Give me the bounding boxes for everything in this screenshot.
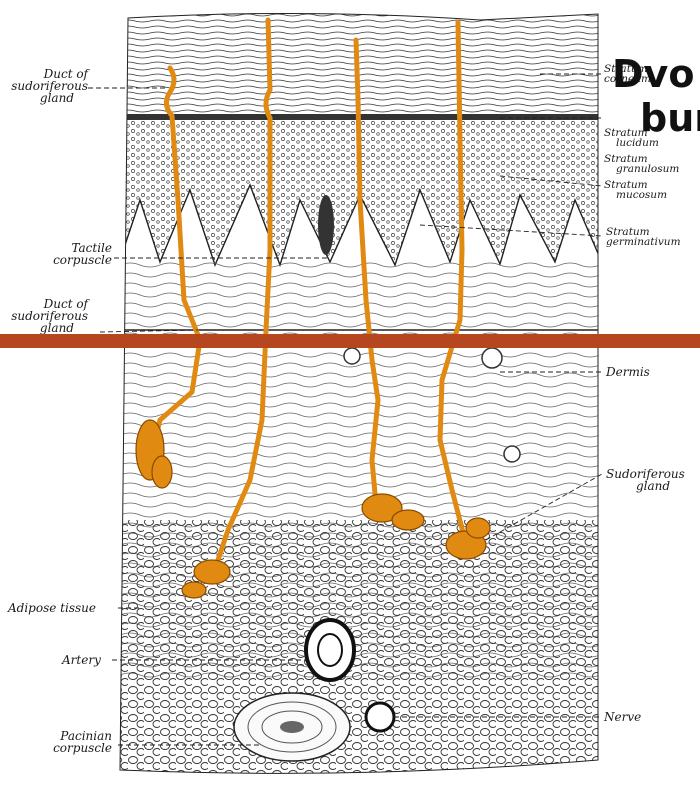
label-nerve: Nerve xyxy=(604,711,641,723)
label-line: corpuscle xyxy=(53,742,112,754)
slide-title-line2: bur xyxy=(640,98,700,138)
slide-title-line1: Dvo xyxy=(612,54,694,94)
label-pacinian-corpuscle: Pacinian corpuscle xyxy=(53,730,112,754)
label-stratum-granulosum: Stratum granulosum xyxy=(604,154,679,174)
divider-bar xyxy=(0,334,700,348)
label-duct-mid: Duct of sudoriferous gland xyxy=(11,298,88,334)
label-line: granulosum xyxy=(604,164,679,174)
label-line: corpuscle xyxy=(53,254,112,266)
label-tactile-corpuscle: Tactile corpuscle xyxy=(53,242,112,266)
label-line: gland xyxy=(11,322,88,334)
label-adipose-tissue: Adipose tissue xyxy=(8,602,96,614)
label-line: gland xyxy=(606,480,685,492)
label-line: gland xyxy=(11,92,88,104)
label-dermis: Dermis xyxy=(606,366,650,378)
label-line: mucosum xyxy=(604,190,667,200)
label-line: germinativum xyxy=(606,237,681,247)
label-duct-top: Duct of sudoriferous gland xyxy=(11,68,88,104)
label-stratum-germinativum: Stratum germinativum xyxy=(606,227,681,247)
label-artery: Artery xyxy=(62,654,101,666)
label-sudoriferous-gland: Sudoriferous gland xyxy=(606,468,685,492)
label-stratum-mucosum: Stratum mucosum xyxy=(604,180,667,200)
